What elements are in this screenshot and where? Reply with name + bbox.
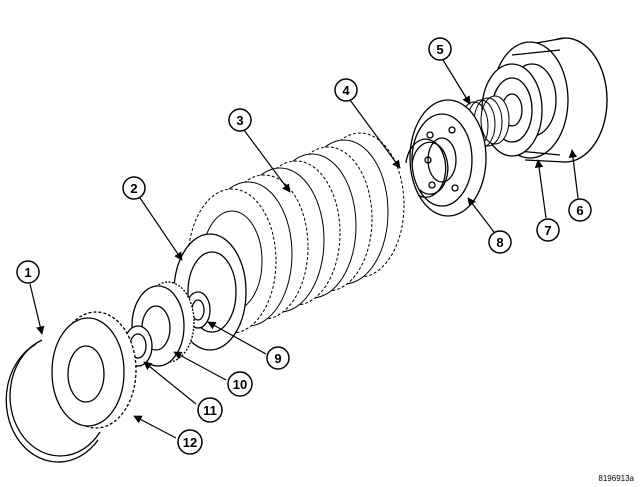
svg-text:9: 9 [274,351,281,366]
svg-text:10: 10 [233,377,247,392]
callout-4: 4 [334,78,358,102]
svg-text:11: 11 [203,403,217,418]
svg-text:12: 12 [183,435,197,450]
callout-10: 10 [227,371,253,397]
callout-1: 1 [16,260,40,284]
svg-text:3: 3 [236,113,243,128]
pressure-plate [409,99,487,217]
snap-ring [405,138,449,198]
svg-text:2: 2 [130,181,137,196]
front-housing [51,311,137,429]
callout-7: 7 [536,218,560,242]
leader-lines [29,59,579,439]
callout-9: 9 [266,346,290,370]
callout-11: 11 [197,397,223,423]
callout-6: 6 [568,198,592,222]
callout-2: 2 [122,176,146,200]
svg-text:5: 5 [436,42,443,57]
callout-8: 8 [488,230,512,254]
callout-5: 5 [428,37,452,61]
callout-12: 12 [177,429,203,455]
figure-code: 8196913a [598,474,634,483]
svg-text:1: 1 [24,265,31,280]
svg-text:7: 7 [544,223,551,238]
svg-text:8: 8 [496,235,503,250]
large-snap-ring [5,339,101,463]
callout-3: 3 [228,108,252,132]
svg-text:6: 6 [576,203,583,218]
svg-text:4: 4 [342,83,350,98]
